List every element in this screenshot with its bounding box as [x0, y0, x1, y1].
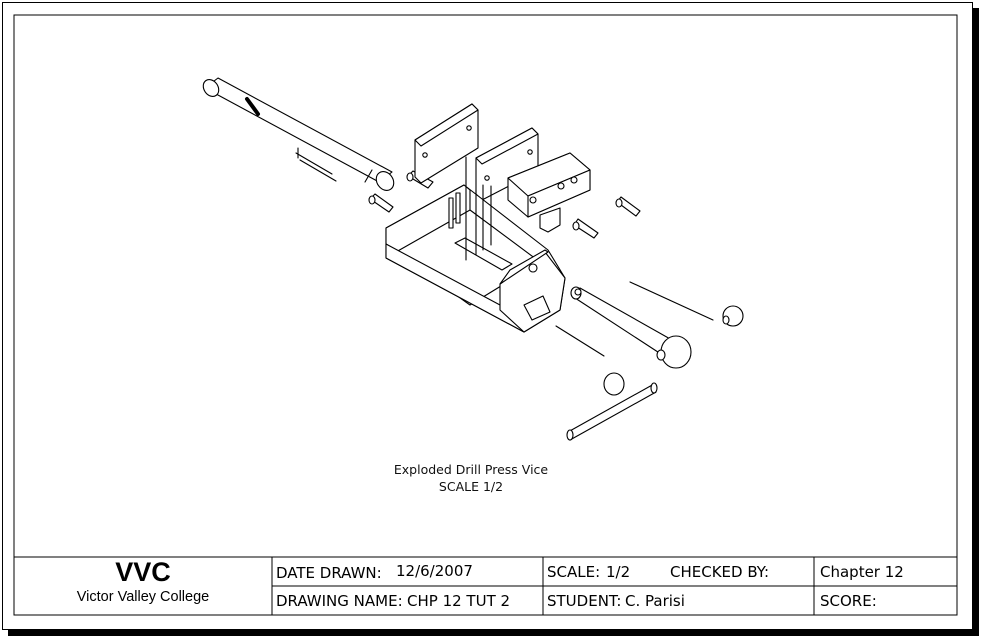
drawing-caption-title: Exploded Drill Press Vice [393, 462, 549, 477]
vice-base [385, 184, 566, 333]
movable-jaw [507, 152, 591, 233]
left-jaw-plate [414, 103, 479, 184]
student-value: C. Parisi [625, 592, 685, 610]
school-abbreviation: VVC [115, 557, 171, 587]
inner-border [13, 14, 958, 616]
title-block [14, 556, 957, 615]
checked-by-label: CHECKED BY: [670, 563, 770, 581]
score-label: SCORE: [820, 592, 877, 610]
school-name: Victor Valley College [76, 589, 210, 605]
drawing-name-label: DRAWING NAME: [276, 592, 403, 610]
guide-lines [465, 156, 714, 357]
chapter-label: Chapter 12 [820, 563, 904, 581]
lead-screw [202, 77, 395, 191]
drawing-sheet [2, 2, 973, 630]
student-label: STUDENT: [547, 592, 622, 610]
handle-assembly [566, 286, 744, 441]
drawing-caption-scale: SCALE 1/2 [438, 479, 504, 494]
scale-label: SCALE: [547, 563, 601, 581]
scale-value: 1/2 [606, 563, 631, 581]
drawing-name-value: CHP 12 TUT 2 [407, 592, 511, 610]
date-drawn-label: DATE DRAWN: [276, 564, 382, 582]
date-drawn-value: 12/6/2007 [396, 562, 473, 580]
